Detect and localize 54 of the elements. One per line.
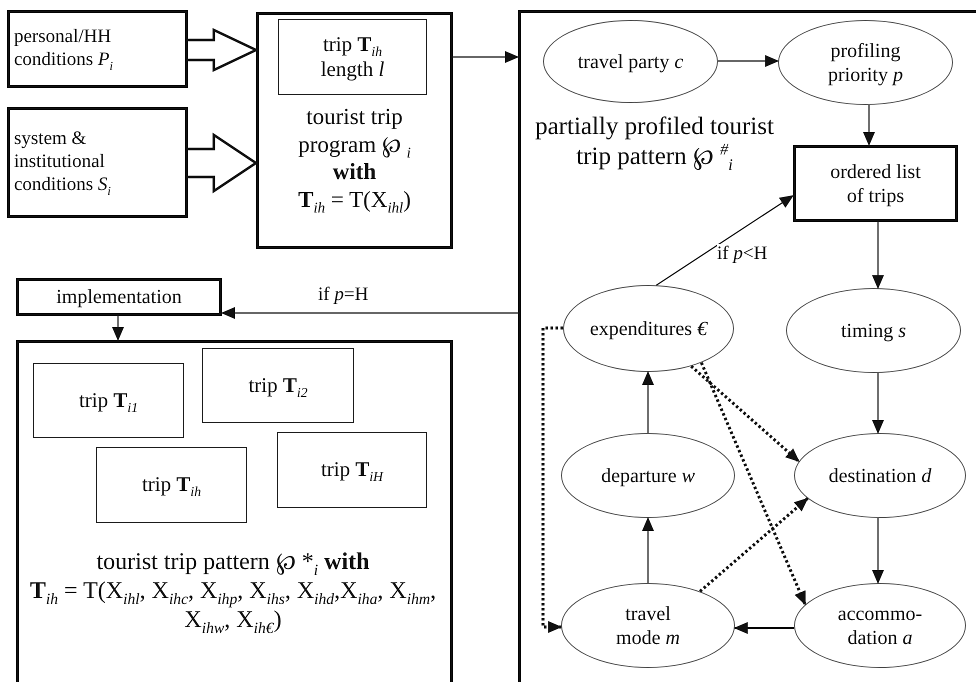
- arrow: [642, 371, 654, 433]
- input-box: [7, 10, 188, 88]
- trip-box: [96, 447, 247, 523]
- node-text: travel party c: [578, 50, 684, 74]
- node-text: travel mode m: [615, 602, 681, 650]
- profiling-panel: [518, 10, 976, 682]
- node-text: tourist trip program ℘ $_{i}$: [297, 103, 412, 158]
- arrow: [656, 195, 794, 286]
- node-text: with: [332, 158, 376, 186]
- node-text: departure w: [601, 464, 695, 488]
- node-text: trip T$_{i2}$: [248, 372, 308, 398]
- edge-label: if p<H: [717, 244, 768, 265]
- dotted-arrow: [690, 365, 800, 463]
- edge-label: if p=H: [318, 285, 368, 306]
- node-text: timing s: [840, 318, 906, 342]
- block-arrow: [186, 132, 258, 194]
- trip-box: [278, 19, 427, 95]
- arrow: [872, 518, 884, 584]
- arrow: [734, 622, 794, 634]
- arrow: [872, 372, 884, 434]
- list-box: [793, 145, 958, 222]
- block-arrow: [186, 28, 259, 72]
- node-text: implementation: [56, 285, 182, 309]
- arrow: [718, 55, 780, 67]
- pattern-box: [16, 340, 453, 682]
- arrow: [872, 222, 884, 290]
- arrow: [642, 517, 654, 583]
- node-text: personal/HH conditions P$_{i}$: [14, 26, 114, 72]
- dotted-arrow: [700, 362, 807, 606]
- implementation-box: [16, 278, 222, 316]
- node-text: trip T$_{iH}$: [320, 457, 384, 483]
- trip-box: [277, 432, 427, 508]
- node-text: trip T$_{i1}$: [78, 388, 138, 414]
- dotted-arrow: [699, 497, 809, 593]
- node-text: system & institutional conditions S$_{i}$: [14, 128, 112, 197]
- node-text: profiling priority p: [827, 38, 904, 86]
- input-box: [7, 107, 188, 218]
- arrow: [112, 316, 124, 341]
- arrow: [221, 307, 518, 319]
- node-text: tourist trip pattern ℘ *$_{i}$ with: [96, 548, 370, 577]
- arrow: [453, 51, 519, 63]
- node-text: accommo- dation a: [836, 602, 924, 650]
- node-text: destination d: [828, 464, 932, 488]
- node-text: T$_{ih}$ = T(X$_{ihl}$): [298, 186, 411, 214]
- program-box: [256, 12, 453, 249]
- node-text: expenditures €: [590, 316, 708, 340]
- node-text: trip T$_{ih}$ length l: [320, 32, 386, 82]
- arrow: [863, 105, 875, 146]
- node-text: T$_{ih}$ = T(X$_{ihl}$, X$_{ihc}$, X$_{ihp}$, X$_{ihs}$, X$_{ihd}$,X$_{iha}$, X$_{ihm}$, X$_{ihw}$, X$_{ih€}$): [28, 576, 438, 634]
- dotted-arrow: [542, 326, 563, 633]
- node-text: ordered list of trips: [829, 160, 922, 208]
- node-text: trip T$_{ih}$: [142, 472, 202, 498]
- trip-box: [33, 363, 184, 438]
- trip-box: [202, 348, 354, 423]
